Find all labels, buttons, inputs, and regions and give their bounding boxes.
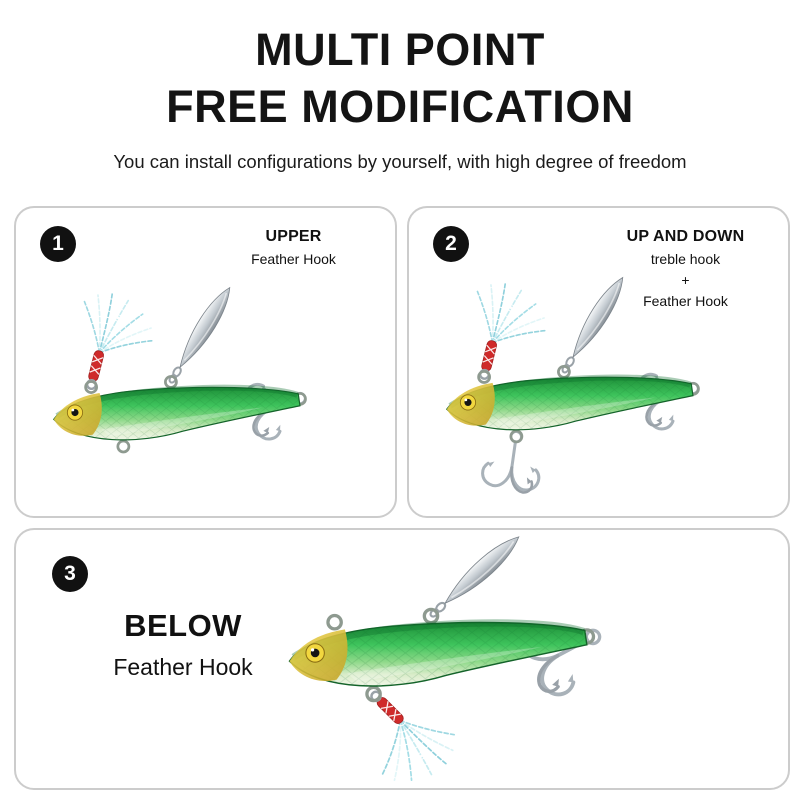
spinner-blade-icon xyxy=(162,282,238,388)
panel-up-and-down: 2 UP AND DOWN treble hook + Feather Hook xyxy=(407,206,790,518)
panel-upper-label: UPPER Feather Hook xyxy=(216,228,371,267)
treble-hook-belly-icon xyxy=(479,426,547,496)
panel-up-and-down-line-2: + xyxy=(681,272,690,288)
panel-up-and-down-line-3: Feather Hook xyxy=(643,293,728,309)
panel-up-and-down-line-1: treble hook xyxy=(650,251,721,267)
subtitle: You can install configurations by yourse… xyxy=(113,151,687,173)
spinner-blade-icon xyxy=(424,530,526,624)
panel-below: 3 BELOW Feather Hook xyxy=(14,528,790,790)
panel-upper-title: UPPER xyxy=(265,228,322,245)
header: MULTI POINT FREE MODIFICATION You can in… xyxy=(0,22,800,173)
title-line-2: FREE MODIFICATION xyxy=(166,80,634,132)
panel-number-badge: 1 xyxy=(40,226,76,262)
panel-below-line: Feather Hook xyxy=(113,654,253,680)
panel-below-label: BELOW Feather Hook xyxy=(68,608,298,681)
feather-hook-icon xyxy=(334,671,467,788)
feather-hook-icon xyxy=(456,275,557,392)
lure-body-icon xyxy=(289,609,593,700)
spinner-blade-icon xyxy=(555,271,631,378)
panel-up-and-down-title: UP AND DOWN xyxy=(626,228,745,245)
title-line-1: MULTI POINT xyxy=(255,24,545,75)
panel-number-badge: 3 xyxy=(52,556,88,592)
panel-number-badge: 2 xyxy=(433,226,469,262)
panel-below-title: BELOW xyxy=(124,608,242,643)
panel-upper: 1 UPPER Feather Hook xyxy=(14,206,397,518)
panel-upper-line: Feather Hook xyxy=(251,251,336,267)
lure-illustration-upper xyxy=(16,282,317,516)
page-title: MULTI POINT FREE MODIFICATION xyxy=(0,22,800,135)
lure-illustration-up-and-down xyxy=(409,271,710,496)
panel-up-and-down-label: UP AND DOWN treble hook + Feather Hook xyxy=(603,228,768,309)
lure-illustration-below xyxy=(16,530,618,788)
feather-hook-icon xyxy=(63,285,164,402)
